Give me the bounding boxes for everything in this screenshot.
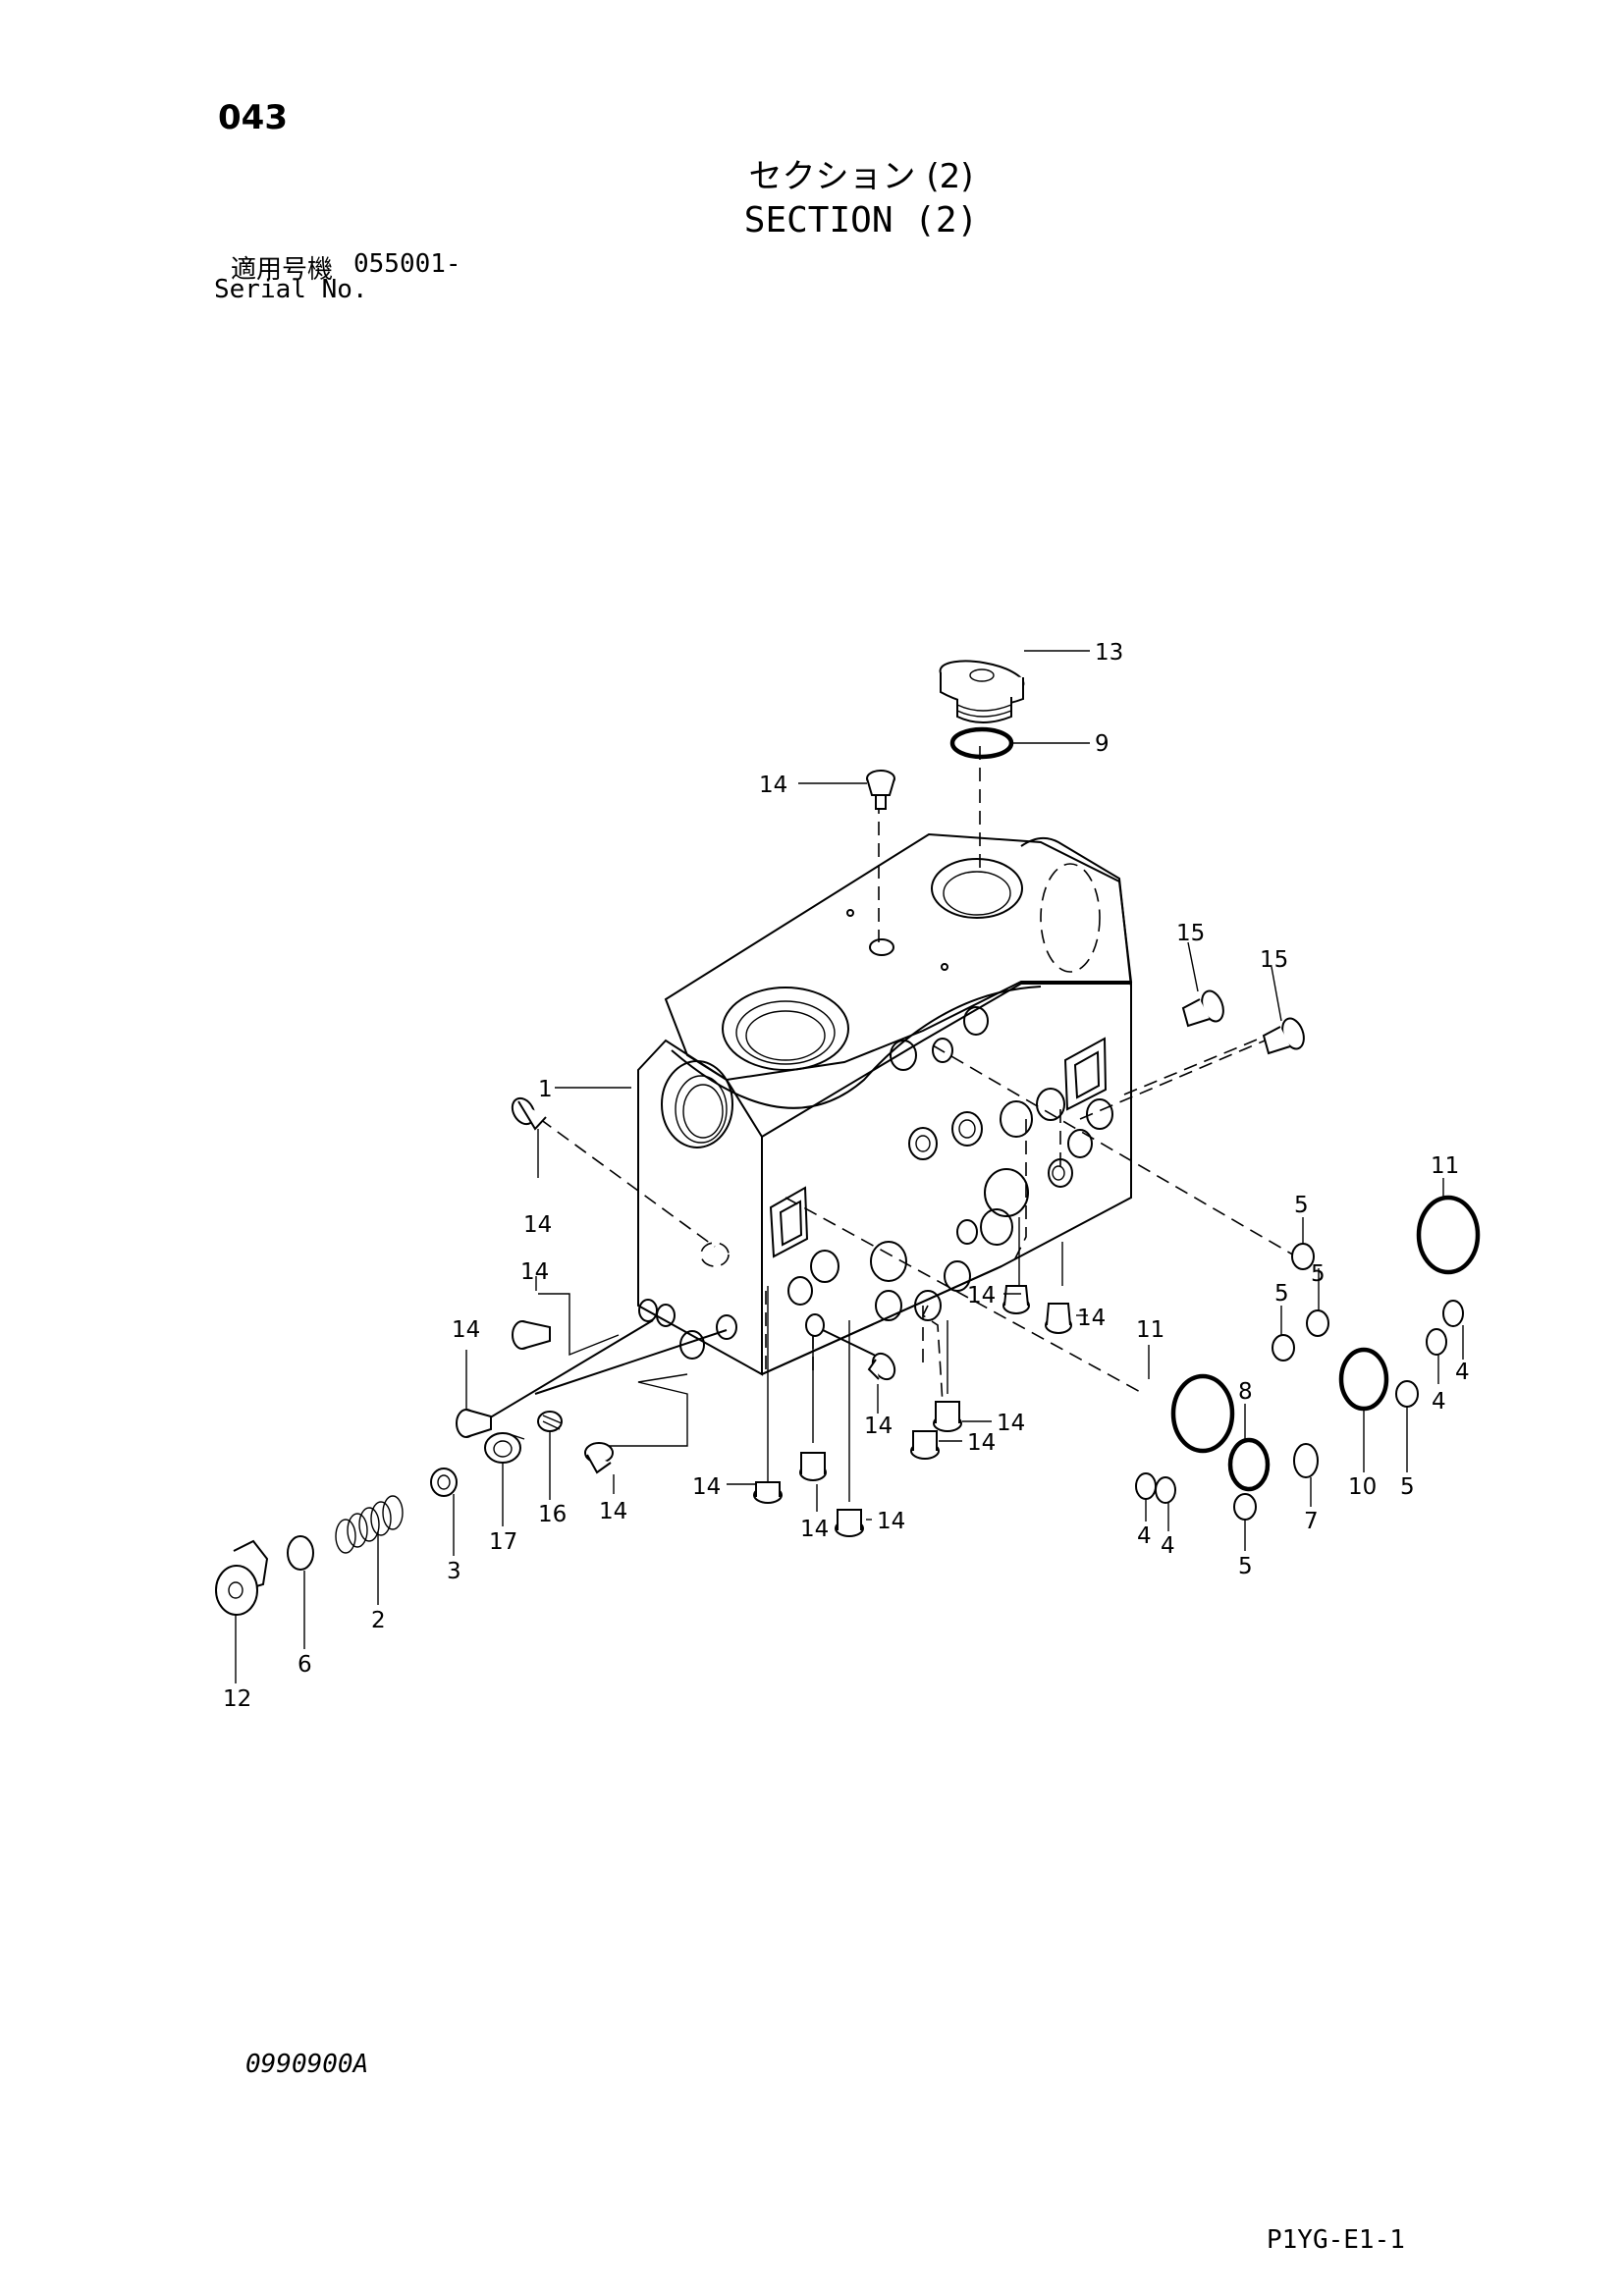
callout-14: 14 [759, 773, 787, 798]
o-ring-part-5-bottom [1233, 1493, 1257, 1521]
callout-labels: 13 9 14 15 15 1 14 14 14 14 14 14 14 14 … [223, 640, 1470, 1712]
bolt-14-bottom-c [835, 1509, 864, 1537]
callout-14: 14 [864, 1414, 893, 1439]
o-ring-part-7 [1293, 1443, 1319, 1478]
o-ring-part-5-left [1272, 1334, 1295, 1362]
callout-3: 3 [447, 1559, 461, 1584]
bolt-14-left-c [456, 1409, 492, 1438]
plug-part-12 [215, 1539, 269, 1616]
plug-part-13 [939, 660, 1025, 723]
drawing-code: 0990900A [245, 2050, 369, 2079]
o-ring-part-4-b [1426, 1328, 1447, 1356]
callout-14: 14 [967, 1430, 996, 1456]
callout-8: 8 [1238, 1379, 1253, 1405]
o-ring-part-8 [1227, 1437, 1271, 1492]
callout-4: 4 [1137, 1523, 1152, 1549]
callout-4: 4 [1455, 1360, 1470, 1385]
bolt-14-right-a [1002, 1285, 1030, 1314]
callout-9: 9 [1095, 731, 1110, 757]
callout-5: 5 [1294, 1193, 1309, 1218]
callout-7: 7 [1304, 1509, 1319, 1534]
callout-4: 4 [1432, 1389, 1446, 1415]
title-japanese: セクション (2) [748, 157, 974, 196]
bolt-14-mid-a [867, 1352, 896, 1381]
bolt-14-bottom-a [753, 1481, 783, 1504]
bolt-15-b [1262, 1017, 1305, 1055]
callout-5: 5 [1311, 1261, 1326, 1287]
sleeve-part-16 [537, 1411, 563, 1432]
sleeve-part-17 [484, 1432, 525, 1464]
sheet-code: P1YG-E1-1 [1267, 2225, 1405, 2255]
callout-12: 12 [223, 1686, 251, 1712]
callout-2: 2 [371, 1608, 386, 1633]
bolt-14-lower-left [584, 1442, 614, 1474]
callout-14: 14 [967, 1283, 996, 1308]
callout-14: 14 [523, 1212, 552, 1238]
bolt-14-mid-c [933, 1401, 962, 1432]
serial-range: 055001- [353, 249, 461, 279]
callout-6: 6 [298, 1652, 312, 1678]
callout-16: 16 [538, 1502, 567, 1527]
callout-14: 14 [692, 1474, 721, 1500]
callout-14: 14 [1077, 1306, 1106, 1331]
callout-5: 5 [1238, 1554, 1253, 1579]
callout-5: 5 [1400, 1474, 1415, 1500]
callout-11: 11 [1431, 1153, 1459, 1179]
callout-14: 14 [520, 1259, 549, 1285]
page-number: 043 [218, 98, 288, 137]
o-ring-part-11-left [1170, 1373, 1235, 1454]
bolt-15-a [1181, 989, 1224, 1028]
callout-11: 11 [1136, 1317, 1164, 1343]
bolt-14-top [866, 770, 895, 810]
assembly-axis-lines [466, 746, 1297, 1502]
callout-15: 15 [1176, 921, 1205, 946]
callout-1: 1 [538, 1077, 553, 1102]
o-ring-part-4-a [1442, 1300, 1464, 1327]
leader-lines [235, 650, 1464, 1683]
serial-label-japanese: 適用号機 [231, 255, 334, 285]
o-ring-part-6 [287, 1535, 314, 1571]
callout-14: 14 [599, 1499, 627, 1524]
o-ring-part-4-c [1135, 1472, 1157, 1500]
bolt-14-right-b [1045, 1303, 1072, 1334]
callout-14: 14 [877, 1509, 905, 1534]
bolt-14-bottom-b [799, 1452, 827, 1481]
bolt-14-mid-b [910, 1430, 940, 1460]
spring-part-2 [335, 1495, 404, 1554]
callout-14: 14 [800, 1517, 829, 1542]
o-ring-part-10 [1338, 1347, 1389, 1412]
o-ring-part-9 [949, 726, 1014, 760]
title-english: SECTION (2) [743, 200, 979, 240]
callout-13: 13 [1095, 640, 1123, 666]
o-ring-part-5-mid [1306, 1309, 1329, 1337]
callout-4: 4 [1161, 1533, 1175, 1559]
seat-part-3 [430, 1468, 458, 1497]
bolt-14-left-b [512, 1320, 551, 1350]
bolt-14-left-a [511, 1096, 547, 1131]
callout-10: 10 [1348, 1474, 1377, 1500]
o-ring-part-4-d [1155, 1476, 1176, 1504]
serial-label-english: Serial No. [214, 275, 368, 304]
callout-14: 14 [997, 1411, 1025, 1436]
o-ring-part-11-right [1416, 1195, 1481, 1275]
callout-17: 17 [489, 1529, 517, 1555]
o-ring-part-5-right [1395, 1380, 1419, 1408]
callout-5: 5 [1274, 1281, 1289, 1307]
callout-15: 15 [1260, 947, 1288, 973]
callout-14: 14 [452, 1317, 480, 1343]
